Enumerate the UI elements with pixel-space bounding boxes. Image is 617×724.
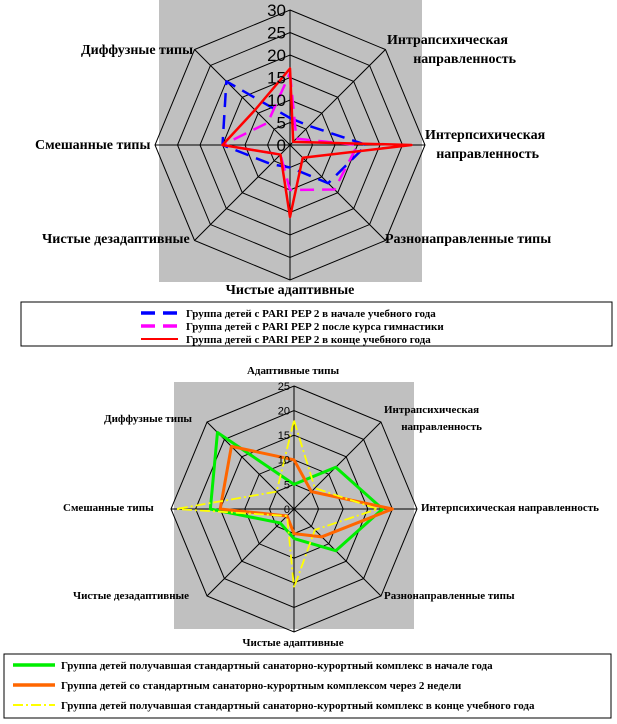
axis-label-1-3: Разнонаправленные типы: [385, 232, 551, 247]
radar-chart-1: 0 5 10 15 20 25 30 Интрапсихическая направленн…: [35, 0, 551, 298]
legend-label-2-1: Группа детей со стандартным санаторно-ку…: [61, 680, 462, 692]
series-group-2: [175, 419, 394, 589]
tick-labels-2: 0 5 10 15 20 25: [278, 381, 290, 516]
series-line-2-0: [208, 430, 385, 553]
tick-label-2-0: 0: [284, 504, 290, 516]
grid-spoke-2-1: [293, 421, 382, 510]
axis-label-2-3: Разнонаправленные типы: [384, 590, 515, 602]
series-line-1-0: [221, 80, 368, 185]
tick-label-1-4: 20: [267, 46, 286, 65]
axis-label-1-7: Диффузные типы: [81, 43, 193, 58]
axis-label-1-6: Смешанные типы: [35, 138, 150, 153]
tick-label-1-0: 0: [277, 136, 286, 155]
axis-label-1-2b: направленность: [436, 147, 539, 162]
axis-label-2-5: Чистые дезадаптивные: [73, 590, 189, 602]
legend-1: Группа детей с PARI PEP 2 в начале учебн…: [20, 301, 613, 347]
tick-label-2-3: 15: [278, 430, 290, 442]
legend-label-1-0: Группа детей с PARI PEP 2 в начале учебн…: [186, 308, 436, 320]
axis-label-2-2: Интерпсихическая направленность: [421, 502, 599, 514]
tick-label-2-2: 10: [278, 455, 290, 467]
tick-label-1-2: 10: [267, 91, 286, 110]
tick-label-1-6: 30: [267, 1, 286, 20]
axis-label-2-4: Чистые адаптивные: [242, 637, 343, 649]
axis-label-2-7: Диффузные типы: [104, 413, 192, 425]
axis-label-1-2: Интерпсихическая: [425, 128, 546, 143]
axis-label-2-0: Адаптивные типы: [247, 365, 340, 377]
grid-spoke-1-3: [289, 144, 386, 241]
legend-label-1-2: Группа детей с PARI PEP 2 в конце учебно…: [186, 334, 431, 346]
tick-label-1-1: 5: [277, 113, 286, 132]
grid-spoke-2-3: [293, 508, 382, 597]
grid-spoke-1-5: [194, 144, 291, 241]
tick-label-2-4: 20: [278, 405, 290, 417]
legend-2: Группа детей получавшая стандартный сана…: [3, 653, 612, 719]
tick-label-2-5: 25: [278, 381, 290, 393]
grid-spoke-1-1: [289, 49, 386, 146]
axis-label-1-4: Чистые адаптивные: [226, 283, 355, 298]
series-line-2-1: [218, 444, 394, 539]
grid-spoke-1-7: [194, 49, 291, 146]
legend-label-1-1: Группа детей с PARI PEP 2 после курса ги…: [186, 321, 444, 333]
tick-label-1-5: 25: [267, 23, 286, 42]
series-line-1-2: [221, 67, 413, 219]
axis-label-2-6: Смешанные типы: [63, 502, 154, 514]
axis-label-2-1a: Интрапсихическая: [384, 404, 479, 416]
axis-label-1-1b: направленность: [413, 52, 516, 67]
legend-label-2-0: Группа детей получавшая стандартный сана…: [61, 660, 493, 672]
legend-label-2-2: Группа детей получавшая стандартный сана…: [61, 700, 535, 712]
series-line-1-1: [221, 71, 359, 192]
axis-label-1-5: Чистые дезадаптивные: [42, 232, 190, 247]
tick-label-1-3: 15: [267, 68, 286, 87]
tick-labels-1: 0 5 10 15 20 25 30: [267, 1, 286, 155]
axis-label-1-1a: Интрапсихическая: [387, 33, 508, 48]
radar-chart-2: 0 5 10 15 20 25 Адаптивные типы Интрапсихичес…: [63, 365, 599, 649]
series-group-1: [221, 67, 413, 219]
series-line-2-2: [175, 419, 379, 589]
tick-label-2-1: 5: [284, 479, 290, 491]
axis-label-2-1b: направленность: [401, 421, 482, 433]
